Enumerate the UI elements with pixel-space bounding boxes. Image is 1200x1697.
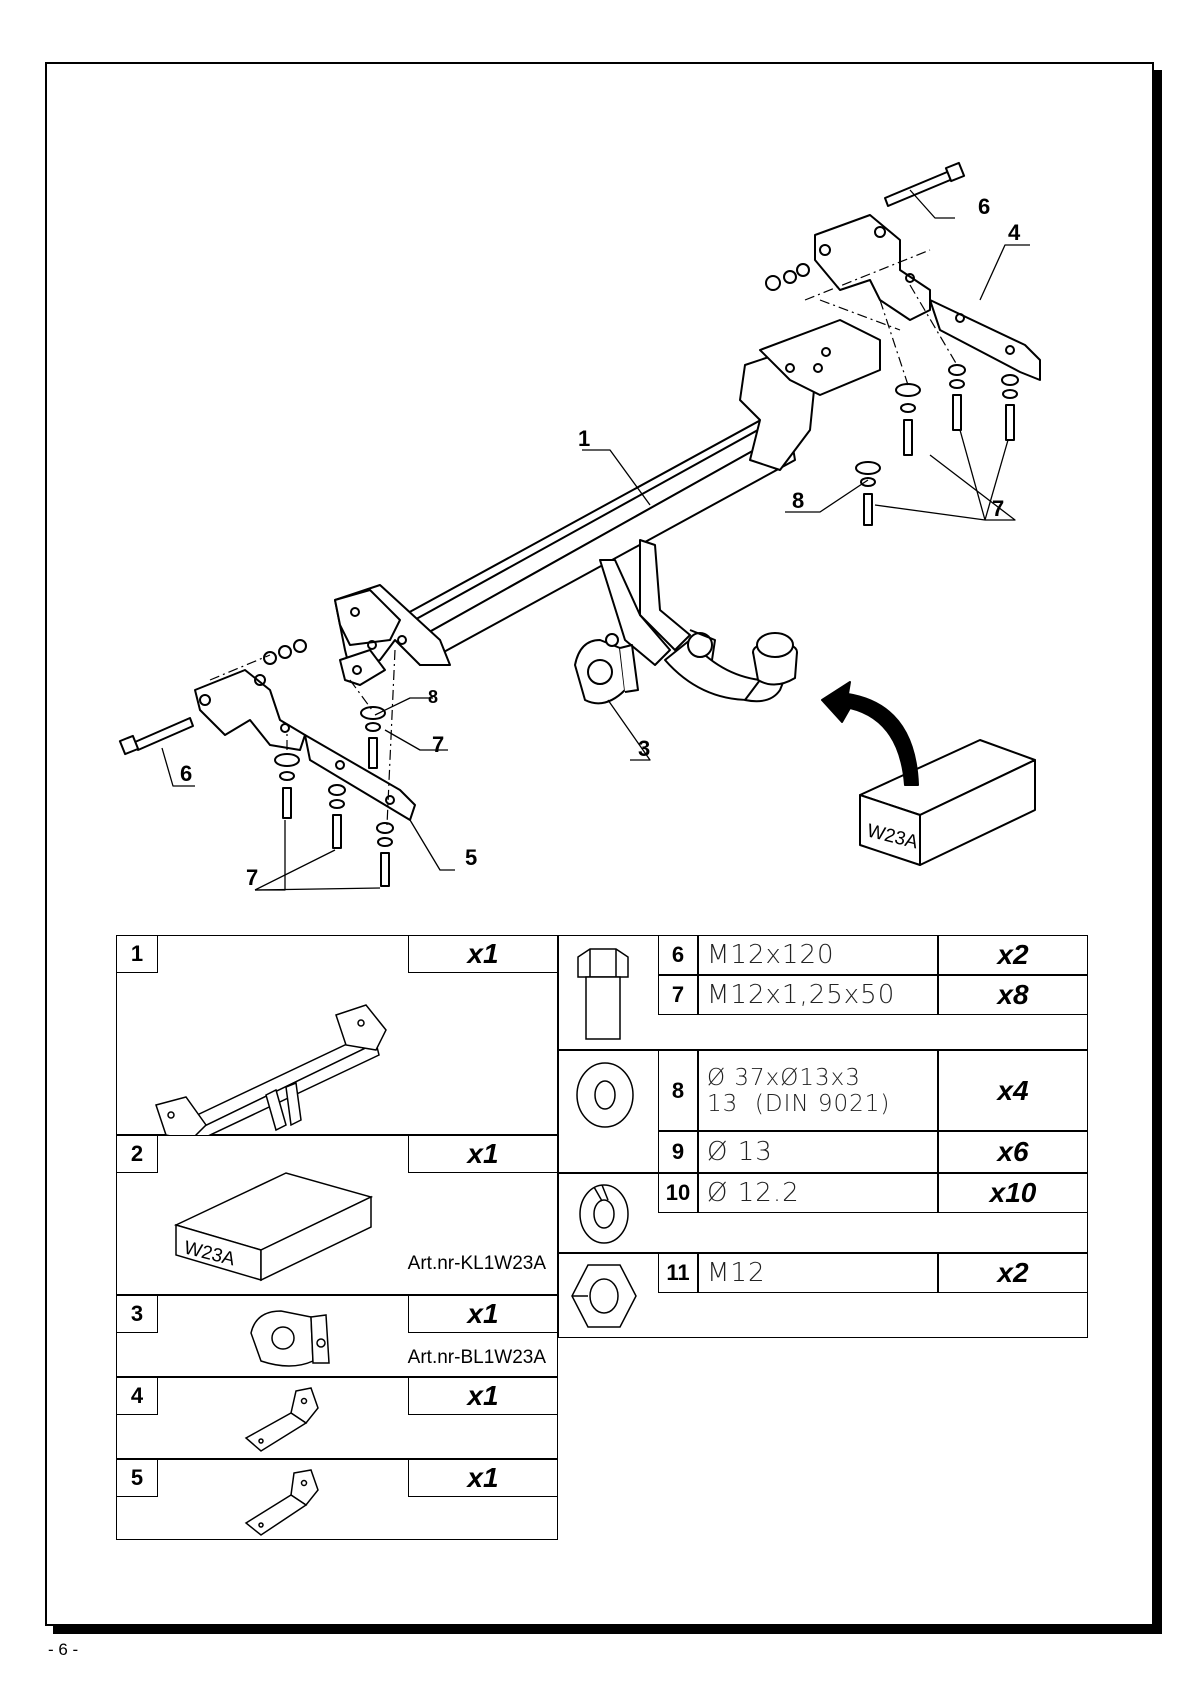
fastener-number: 7	[658, 975, 698, 1015]
nut-icon	[571, 1264, 637, 1328]
bolt-icon	[577, 948, 629, 1040]
callout-7-left-lower: 7	[246, 865, 258, 890]
right-plate-icon	[244, 1387, 319, 1452]
right-plate-drawing	[765, 161, 1041, 526]
fastener-spec-line: 13 (DIN 9021)	[707, 1090, 891, 1117]
part-quantity: x1	[408, 935, 558, 973]
parts-table: 1 x1 2 x1 W23A Art.nr-KL1W23A 3 x1	[116, 935, 558, 1540]
washer-icon	[576, 1062, 634, 1128]
fastener-quantity: x2	[938, 935, 1088, 975]
callout-6-right: 6	[978, 194, 990, 219]
kit-box-icon: W23A	[173, 1172, 374, 1282]
page-number: - 6 -	[48, 1640, 79, 1659]
part-number: 4	[116, 1377, 158, 1415]
fastener-number: 9	[658, 1131, 698, 1173]
crossbar-drawing	[334, 319, 881, 686]
part-number: 5	[116, 1459, 158, 1497]
kit-box-drawing	[821, 681, 1036, 866]
part-quantity: x1	[408, 1295, 558, 1333]
fastener-quantity: x2	[938, 1253, 1088, 1293]
crossbar-icon	[155, 1004, 387, 1135]
fastener-spec: Ø 37xØ13x3 13 (DIN 9021)	[698, 1050, 938, 1131]
spring-washer-icon	[579, 1184, 629, 1244]
part-number: 3	[116, 1295, 158, 1333]
towball-drawing	[599, 539, 798, 703]
part-number: 1	[116, 935, 158, 973]
callout-7-right: 7	[992, 496, 1004, 521]
fastener-number: 6	[658, 935, 698, 975]
fastener-spec-line: Ø 37xØ13x3	[707, 1064, 861, 1091]
callout-8-right: 8	[792, 488, 804, 513]
callout-5: 5	[465, 845, 477, 870]
left-plate-icon	[244, 1469, 319, 1536]
fastener-quantity: x8	[938, 975, 1088, 1015]
callout-1: 1	[578, 426, 590, 451]
callout-8-left: 8	[428, 687, 438, 707]
callout-6-left: 6	[180, 761, 192, 786]
assembly-drawing: 1 3 4 5 6 6 7 7 7 8 8 W23A	[118, 161, 1041, 891]
part-quantity: x1	[408, 1377, 558, 1415]
fastener-spec: M12	[698, 1253, 938, 1293]
fastener-spec: M12x120	[698, 935, 938, 975]
fastener-quantity: x6	[938, 1131, 1088, 1173]
socket-plate-icon	[250, 1310, 330, 1367]
fasteners-table: 6 M12x120 x2 7 M12x1,25x50 x8 8 Ø 37xØ13…	[558, 935, 1088, 1338]
fastener-number: 10	[658, 1173, 698, 1213]
callout-3: 3	[638, 736, 650, 761]
fastener-quantity: x10	[938, 1173, 1088, 1213]
callout-4: 4	[1008, 220, 1021, 245]
callout-7-left-upper: 7	[432, 732, 444, 757]
part-quantity: x1	[408, 1135, 558, 1173]
fastener-number: 11	[658, 1253, 698, 1293]
part-number: 2	[116, 1135, 158, 1173]
left-plate-drawing	[118, 639, 416, 887]
fastener-quantity: x4	[938, 1050, 1088, 1131]
fastener-number: 8	[658, 1050, 698, 1131]
part-quantity: x1	[408, 1459, 558, 1497]
part-article-number: Art.nr-KL1W23A	[407, 1253, 546, 1274]
part-article-number: Art.nr-BL1W23A	[407, 1347, 546, 1368]
fastener-spec: Ø 13	[698, 1131, 938, 1173]
fastener-spec: Ø 12.2	[698, 1173, 938, 1213]
fastener-spec: M12x1,25x50	[698, 975, 938, 1015]
socket-plate-drawing	[574, 633, 639, 705]
